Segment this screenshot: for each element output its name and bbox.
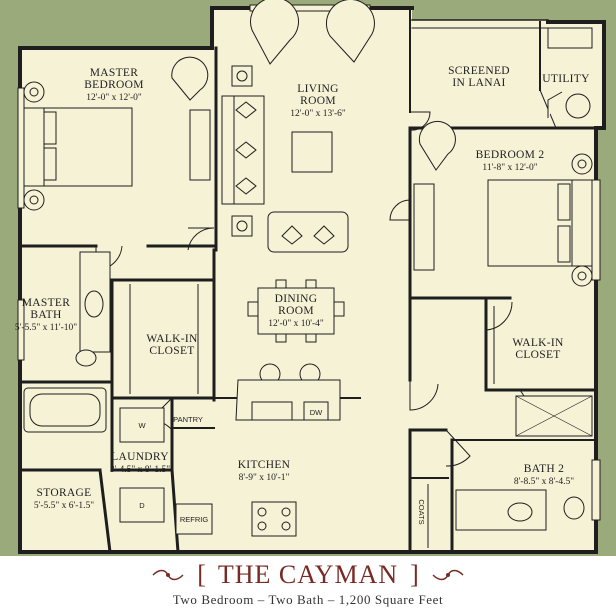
armchair xyxy=(325,0,375,63)
room-name-line: ROOM xyxy=(278,305,314,317)
room-dimensions: 12'-0" x 10'-4" xyxy=(268,319,324,329)
room-name-line: STORAGE xyxy=(37,487,92,499)
room-label-bedroom-2: BEDROOM 2 11'-8" x 12'-0" xyxy=(476,149,545,173)
dining-table xyxy=(257,287,335,335)
room-dimensions: 3'-4.5" x 8'-1.5" xyxy=(110,465,170,475)
room-name-line: SCREENED xyxy=(448,65,510,77)
toilet xyxy=(75,349,97,367)
room-label-bath-2: BATH 2 8'-8.5" x 8'-4.5" xyxy=(514,463,574,487)
title-row: [ THE CAYMAN ] xyxy=(0,560,616,590)
armchair xyxy=(250,0,299,65)
washer-label: W xyxy=(138,421,146,430)
room-name-line: BATH xyxy=(30,309,61,321)
fixture-labels: W D PANTRY DW REFRIG COATS xyxy=(138,408,426,525)
ornament-left-icon xyxy=(152,569,184,581)
room-name-line: BEDROOM 2 xyxy=(476,149,545,161)
ornament-right-icon xyxy=(432,569,464,581)
plan-subtitle: Two Bedroom – Two Bath – 1,200 Square Fe… xyxy=(172,592,444,607)
room-name-line: ROOM xyxy=(300,95,336,107)
room-name-line: CLOSET xyxy=(149,345,194,357)
room-label-laundry: LAUNDRY 3'-4.5" x 8'-1.5" xyxy=(110,451,170,475)
room-name-line: MASTER xyxy=(90,67,138,79)
dishwasher-label: DW xyxy=(310,408,323,417)
room-dimensions: 8'-8.5" x 8'-4.5" xyxy=(514,477,574,487)
windows xyxy=(17,4,601,521)
pantry-label: PANTRY xyxy=(173,415,203,424)
plan-footer: [ THE CAYMAN ] Two Bedroom – Two Bath – … xyxy=(0,556,616,612)
coffee-table xyxy=(291,131,333,173)
refrigerator-label: REFRIG xyxy=(180,515,209,524)
coat-closet-label: COATS xyxy=(417,499,426,524)
loveseat xyxy=(267,211,349,253)
room-name-line: LAUNDRY xyxy=(111,451,169,463)
room-name-line: DINING xyxy=(275,293,318,305)
room-dimensions: 5'-5.5" x 11'-10" xyxy=(15,323,77,333)
room-name-line: MASTER xyxy=(22,297,70,309)
dryer-label: D xyxy=(139,501,145,510)
room-name-line: BATH 2 xyxy=(524,463,564,475)
furniture xyxy=(23,0,593,537)
room-dimensions: 12'-0" x 12'-0" xyxy=(86,93,142,103)
room-name-line: BEDROOM xyxy=(84,79,144,91)
room-name-line: UTILITY xyxy=(542,73,590,85)
room-dimensions: 11'-8" x 12'-0" xyxy=(482,163,537,173)
room-name-line: WALK-IN xyxy=(146,333,198,345)
room-label-utility: UTILITY xyxy=(542,73,590,85)
room-dimensions: 5'-5.5" x 6'-1.5" xyxy=(34,501,94,511)
room-name-line: CLOSET xyxy=(515,349,560,361)
room-name-line: KITCHEN xyxy=(238,459,291,471)
closet-shelving xyxy=(129,284,495,548)
room-label-kitchen: KITCHEN 8'-9" x 10'-1" xyxy=(238,459,291,483)
bracket-left: [ xyxy=(197,560,206,589)
room-label-storage: STORAGE 5'-5.5" x 6'-1.5" xyxy=(34,487,94,511)
room-dimensions: 8'-9" x 10'-1" xyxy=(239,473,290,483)
room-name-line: WALK-IN xyxy=(512,337,564,349)
bracket-right: ] xyxy=(410,560,419,589)
plan-title: THE CAYMAN xyxy=(217,560,399,589)
room-name-line: LIVING xyxy=(297,83,338,95)
room-dimensions: 12'-0" x 13'-6" xyxy=(290,109,346,119)
room-name-line: IN LANAI xyxy=(452,77,505,89)
